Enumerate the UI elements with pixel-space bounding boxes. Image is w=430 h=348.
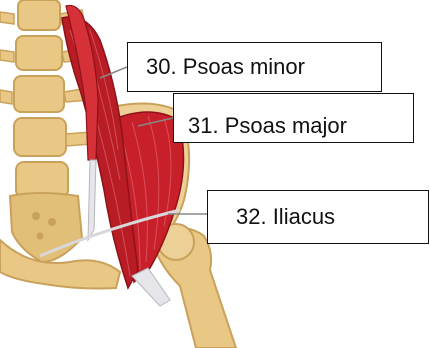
- label-psoas-minor: 30. Psoas minor: [127, 42, 382, 92]
- label-psoas-major-text: 31. Psoas major: [188, 113, 347, 139]
- label-iliacus: 32. Iliacus: [207, 190, 429, 244]
- label-iliacus-text: 32. Iliacus: [236, 204, 335, 230]
- label-psoas-minor-text: 30. Psoas minor: [146, 54, 305, 80]
- label-psoas-major: 31. Psoas major: [173, 93, 414, 143]
